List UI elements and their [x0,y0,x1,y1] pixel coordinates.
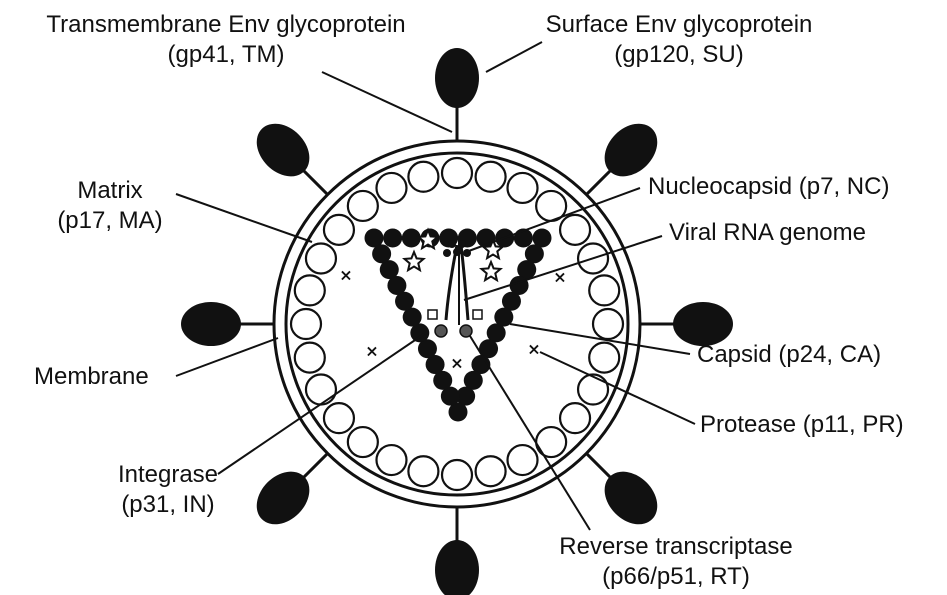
matrix-protein [578,375,608,405]
matrix-protein [476,162,506,192]
label-rna: Viral RNA genome [669,219,866,246]
matrix-protein [295,343,325,373]
label-transmembrane-line2: (gp41, TM) [168,41,285,68]
matrix-protein [306,375,336,405]
env-spike-head [181,302,241,346]
capsid-protein [372,244,391,263]
leader-surface [486,42,542,72]
leader-matrix [176,194,312,242]
label-transmembrane-line1: Transmembrane Env glycoprotein [46,11,405,38]
reverse-transcriptase-dot-right [460,325,472,337]
env-spike-head [435,48,479,108]
label-surface-line2: (gp120, SU) [614,41,743,68]
env-spike-head [435,540,479,595]
x-mark: × [527,340,540,359]
leader-transmembrane [322,72,452,132]
matrix-protein [348,191,378,221]
label-protease: Protease (p11, PR) [700,411,904,438]
label-integrase-line1: Integrase [118,461,218,488]
matrix-protein [376,173,406,203]
nucleocapsid-cluster-dot [448,240,456,248]
x-mark: × [339,266,352,285]
leader-membrane [176,338,278,376]
x-mark: × [365,342,378,361]
matrix-protein [593,309,623,339]
membrane-inner-ring [286,153,628,495]
matrix-protein [476,456,506,486]
nucleocapsid-cluster-dot [443,249,451,257]
matrix-protein [560,215,590,245]
rt-square-right [473,310,482,319]
env-spike-head [673,302,733,346]
matrix-protein [306,243,336,273]
label-capsid: Capsid (p24, CA) [697,341,881,368]
matrix-protein [348,427,378,457]
label-rt-line2: (p66/p51, RT) [602,563,750,590]
label-matrix-line2: (p17, MA) [57,207,162,234]
matrix-protein [324,215,354,245]
matrix-protein [295,275,325,305]
matrix-protein [508,445,538,475]
matrix-protein [408,162,438,192]
matrix-protein [560,403,590,433]
matrix-protein [442,158,472,188]
matrix-protein [408,456,438,486]
label-nucleocapsid: Nucleocapsid (p7, NC) [648,173,889,200]
label-membrane: Membrane [34,363,149,390]
matrix-protein [442,460,472,490]
matrix-protein [589,275,619,305]
matrix-protein [536,427,566,457]
capsid-protein [383,229,402,248]
capsid-protein [402,229,421,248]
matrix-protein [589,343,619,373]
x-mark: × [450,354,463,373]
matrix-protein [508,173,538,203]
matrix-protein [324,403,354,433]
matrix-protein [291,309,321,339]
rt-square-left [428,310,437,319]
label-integrase-line2: (p31, IN) [121,491,214,518]
matrix-protein [376,445,406,475]
label-matrix-line1: Matrix [77,177,142,204]
label-rt-line1: Reverse transcriptase [559,533,792,560]
label-surface-line1: Surface Env glycoprotein [546,11,813,38]
reverse-transcriptase-dot-left [435,325,447,337]
